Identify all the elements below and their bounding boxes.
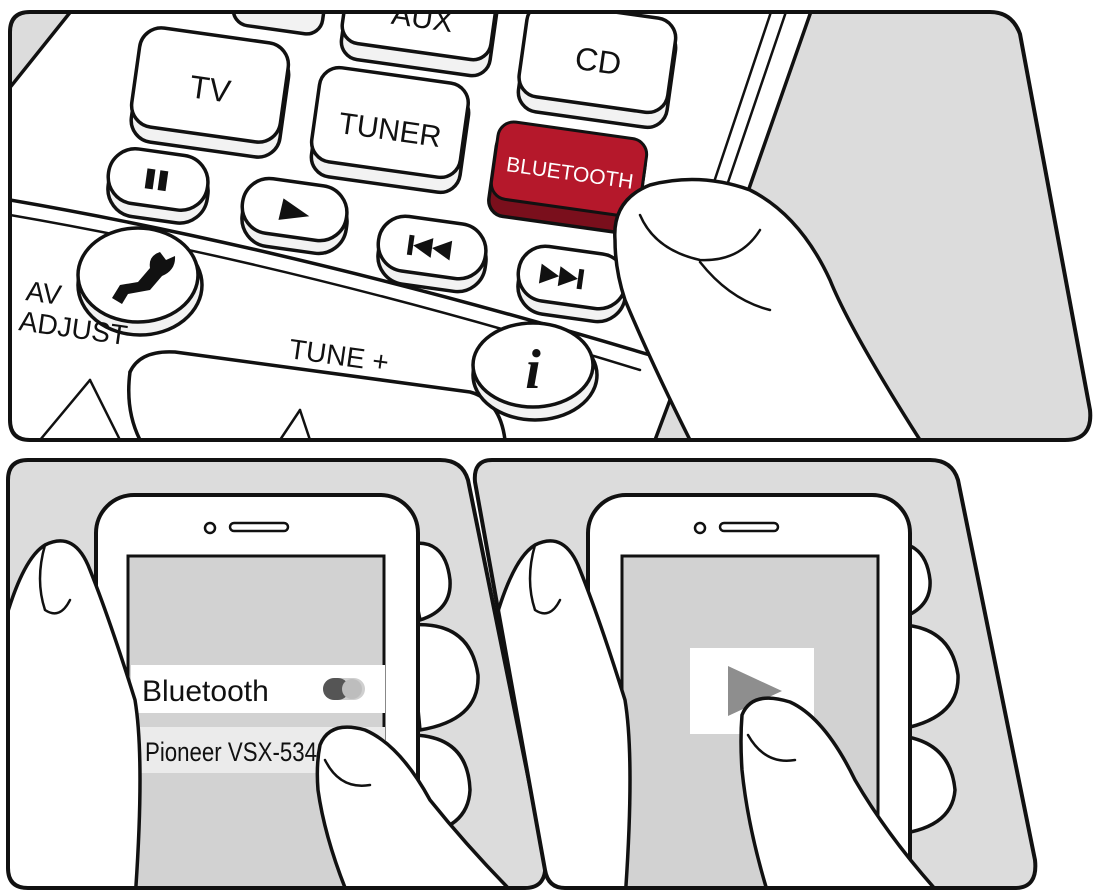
remote-panel: AUX CD TV TUNER (0, 0, 1090, 480)
cd-label: CD (573, 40, 624, 82)
phone-play-panel (475, 460, 1036, 893)
tuner-button[interactable]: TUNER (309, 65, 471, 195)
tv-button[interactable]: TV (128, 25, 291, 160)
info-button[interactable]: i (473, 323, 597, 420)
cd-button[interactable]: CD (516, 0, 678, 130)
bluetooth-setting-label: Bluetooth (142, 675, 269, 708)
phone-settings-panel: Bluetooth Pioneer VSX-534 (0, 460, 545, 893)
tv-label: TV (187, 68, 233, 109)
device-name-label: Pioneer VSX-534 (145, 737, 317, 767)
info-icon: i (525, 339, 541, 401)
bluetooth-toggle[interactable] (323, 678, 365, 700)
